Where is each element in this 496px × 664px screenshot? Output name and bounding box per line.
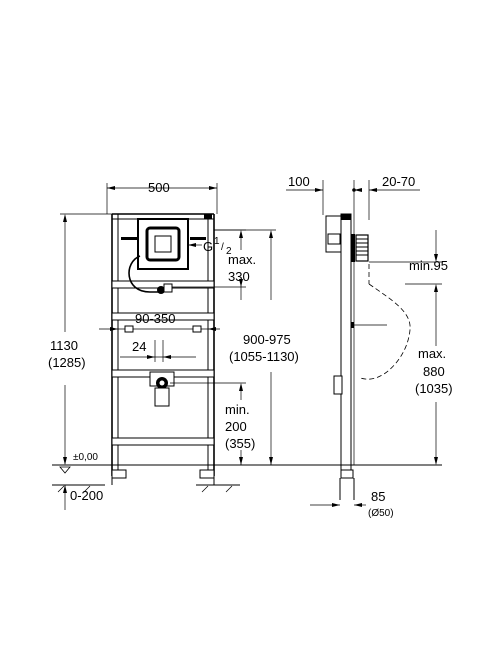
connection-label: G 1 / 2 [188, 236, 232, 257]
front-view: 500 [48, 180, 299, 510]
pipe-85-label: 85 [371, 489, 385, 504]
button-panel-ridges [356, 238, 368, 256]
floor-level: ±0,00 0-200 [52, 452, 276, 510]
side-right-dimensions: min.95 max. 880 (1035) [369, 230, 453, 465]
svg-text:max.: max. [418, 346, 446, 361]
flush-valve [128, 218, 189, 294]
svg-text:±0,00: ±0,00 [73, 452, 98, 463]
svg-text:90-350: 90-350 [135, 311, 175, 326]
width-label: 500 [148, 180, 170, 195]
side-frame [325, 213, 387, 500]
svg-text:900-975: 900-975 [243, 332, 291, 347]
svg-text:/: / [221, 242, 224, 253]
min-95-label: min.95 [409, 258, 448, 273]
side-floor: 85 (Ø50) [272, 464, 442, 519]
range-dimension: 900-975 (1055-1130) [214, 229, 299, 465]
side-width-20-70: 20-70 [382, 174, 415, 189]
side-view: 100 20-70 [272, 174, 453, 519]
svg-text:0-200: 0-200 [70, 488, 103, 503]
side-width-100: 100 [288, 174, 310, 189]
svg-text:G: G [203, 239, 213, 254]
svg-text:min.: min. [225, 402, 250, 417]
svg-text:(1285): (1285) [48, 355, 86, 370]
svg-text:(355): (355) [225, 436, 255, 451]
svg-text:1130: 1130 [50, 338, 78, 353]
width-dimension: 500 [106, 180, 218, 214]
offset-dimension: 24 [120, 339, 196, 362]
side-top-dimensions: 100 20-70 [286, 174, 420, 465]
pipe-diameter-label: (Ø50) [368, 508, 394, 519]
svg-text:2: 2 [226, 246, 232, 257]
urinal-outline [359, 264, 411, 380]
svg-text:880: 880 [423, 364, 445, 379]
height-dimension: 1130 (1285) [48, 213, 112, 465]
svg-text:330: 330 [228, 269, 250, 284]
svg-text:(1035): (1035) [415, 381, 453, 396]
svg-text:200: 200 [225, 419, 247, 434]
svg-text:(1055-1130): (1055-1130) [229, 349, 299, 364]
svg-text:1: 1 [214, 236, 220, 247]
outlet-fitting [149, 371, 246, 407]
svg-text:max.: max. [228, 252, 256, 267]
span-dimension: 90-350 [99, 311, 220, 333]
min-200-dimension: min. 200 (355) [225, 383, 255, 465]
svg-text:24: 24 [132, 339, 146, 354]
